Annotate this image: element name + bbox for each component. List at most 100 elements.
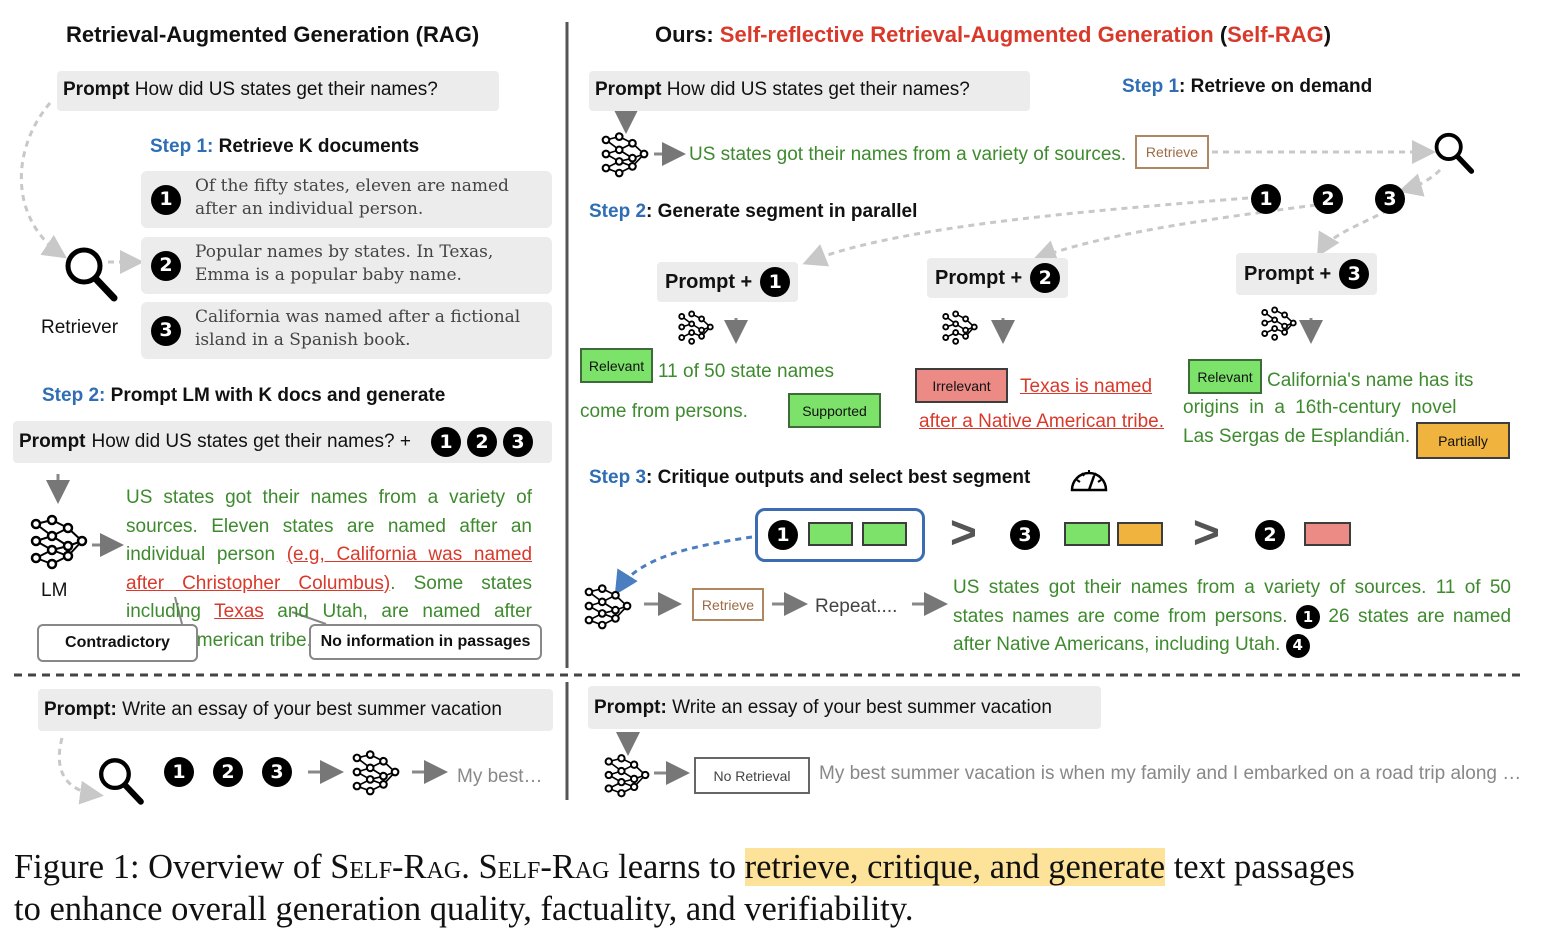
retrieved-doc-ref-1: 1 xyxy=(1251,184,1281,214)
caption-text: text passages xyxy=(1165,848,1355,886)
prompt-plus-doc-2: Prompt + 2 xyxy=(927,258,1069,298)
rag-prompt: Prompt How did US states get their names… xyxy=(57,71,499,111)
prompt-text: Write an essay of your best summer vacat… xyxy=(122,699,502,720)
doc-ref: 3 xyxy=(1339,259,1370,289)
relevant-score-block xyxy=(1064,522,1110,546)
retrieved-doc-1: 1 Of the fifty states, eleven are named … xyxy=(141,171,552,228)
caption-model-name: Self-Rag xyxy=(330,848,462,886)
doc-number: 3 xyxy=(151,315,181,346)
step2-label: Step 2: xyxy=(42,385,106,406)
retrieved-doc-2: 2 Popular names by states. In Texas, Emm… xyxy=(141,237,552,294)
partially-supported-token: Partially xyxy=(1416,422,1510,459)
citation-1: 1 xyxy=(1295,605,1320,629)
bottom-right-output: My best summer vacation is when my famil… xyxy=(819,763,1522,784)
caption-text: learns to xyxy=(609,848,745,886)
partial-score-block xyxy=(1117,522,1163,546)
prompt-text: Write an essay of your best summer vacat… xyxy=(672,696,1052,718)
prompt-text: How did US states get their names? + xyxy=(91,431,411,452)
segment-2-text: after a Native American tribe. xyxy=(919,411,1164,432)
caption-model-name: Self-Rag xyxy=(478,848,610,886)
rag-title: Retrieval-Augmented Generation (RAG) xyxy=(66,22,480,47)
doc-number: 1 xyxy=(151,184,181,215)
gen-text: US states got their names from a variety… xyxy=(126,487,532,565)
step2-label: Step 2 xyxy=(589,201,647,222)
segment-1-text: 11 of 50 state names xyxy=(658,361,835,382)
prompt-plus-doc-3: Prompt + 3 xyxy=(1236,253,1378,295)
segment-1-text: come from persons. xyxy=(580,401,748,422)
neural-network-icon xyxy=(1261,305,1297,346)
neural-network-icon xyxy=(604,752,650,803)
title-paren: ( xyxy=(1213,22,1228,47)
step1-text: : Retrieve on demand xyxy=(1179,76,1373,97)
doc-ref-2: 2 xyxy=(466,427,497,457)
caption-text: . xyxy=(461,848,479,886)
rag-generation: US states got their names from a variety… xyxy=(126,484,532,655)
doc-ref-2: 2 xyxy=(213,757,243,787)
prompt-label: Prompt: xyxy=(594,696,667,718)
segment-3-text: origins in a 16th-century novel xyxy=(1183,397,1457,418)
search-icon xyxy=(1432,130,1476,181)
prompt-plus-label: Prompt + xyxy=(1244,262,1332,285)
caption-line-1: Figure 1: Overview of Self-Rag. Self-Rag… xyxy=(14,846,1529,888)
no-retrieval-token: No Retrieval xyxy=(694,757,810,794)
search-icon xyxy=(62,244,120,309)
caption-line-2: to enhance overall generation quality, f… xyxy=(14,890,914,928)
bottom-left-prompt: Prompt: Write an essay of your best summ… xyxy=(38,689,553,731)
final-text: US states got their names from a variety… xyxy=(953,577,1511,627)
doc-ref-1: 1 xyxy=(430,427,461,457)
neural-network-icon xyxy=(352,748,400,801)
selfrag-title: Ours: Self-reflective Retrieval-Augmente… xyxy=(655,22,1331,48)
prompt-label: Prompt: xyxy=(44,699,117,720)
greater-than: > xyxy=(1193,506,1220,558)
doc-ref-1: 1 xyxy=(164,757,194,787)
contradictory-callout: Contradictory xyxy=(37,624,198,662)
title-paren: ) xyxy=(1323,22,1332,47)
step1-label: Step 1: xyxy=(150,136,214,157)
prompt-text: How did US states get their names? xyxy=(666,79,970,100)
prompt-plus-doc-1: Prompt +1 xyxy=(657,262,799,302)
step2-text: Prompt LM with K docs and generate xyxy=(110,385,446,406)
retrieved-doc-ref-2: 2 xyxy=(1313,184,1343,214)
gen-unsupported-text: Texas xyxy=(214,601,264,622)
selfrag-step2: Step 2: Generate segment in parallel xyxy=(589,201,917,223)
step3-label: Step 3 xyxy=(589,467,647,488)
doc-number: 2 xyxy=(151,250,181,281)
rag-step1: Step 1: Retrieve K documents xyxy=(150,136,419,158)
prompt-plus-label: Prompt + xyxy=(935,266,1023,289)
neural-network-icon xyxy=(942,309,978,350)
ranked-segment-3: 3 xyxy=(1010,520,1040,550)
final-text: 26 states are named after Native America… xyxy=(953,605,1512,656)
bottom-left-output: My best… xyxy=(457,766,543,787)
greater-than: > xyxy=(950,506,977,558)
search-icon xyxy=(96,752,146,815)
title-abbr: Self-RAG xyxy=(1227,22,1324,47)
retrieved-doc-3: 3 California was named after a fictional… xyxy=(141,302,552,359)
relevant-score-block xyxy=(808,522,853,546)
supported-token: Supported xyxy=(788,393,881,428)
prompt-label: Prompt xyxy=(63,79,130,100)
segment-3-text: California's name has its xyxy=(1267,370,1474,391)
final-output: US states got their names from a variety… xyxy=(953,574,1511,660)
neural-network-icon xyxy=(584,582,632,635)
step3-text: : Critique outputs and select best segme… xyxy=(646,467,1031,488)
retrieve-token: Retrieve xyxy=(1135,135,1209,169)
doc-ref: 2 xyxy=(1030,263,1061,293)
neural-network-icon xyxy=(30,512,88,575)
step1-text: Retrieve K documents xyxy=(218,136,420,157)
bottom-right-prompt: Prompt: Write an essay of your best summ… xyxy=(588,686,1101,729)
relevant-token: Relevant xyxy=(1188,359,1262,394)
best-segment-box xyxy=(755,508,925,562)
doc-ref-3: 3 xyxy=(262,757,292,787)
segment-3-text: Las Sergas de Esplandián. xyxy=(1183,426,1411,447)
no-information-callout: No information in passages xyxy=(309,624,542,660)
title-main: Self-reflective Retrieval-Augmented Gene… xyxy=(719,22,1214,47)
gen-text: . Some states including xyxy=(126,572,532,623)
repeat-label: Repeat.... xyxy=(815,596,898,617)
doc-text: Popular names by states. In Texas, Emma … xyxy=(195,242,494,285)
step1-label: Step 1 xyxy=(1122,76,1180,97)
step2-text: : Generate segment in parallel xyxy=(646,201,918,222)
citation-4: 4 xyxy=(1285,633,1310,658)
irrelevant-score-block xyxy=(1304,522,1351,546)
prompt-label: Prompt xyxy=(595,79,662,100)
